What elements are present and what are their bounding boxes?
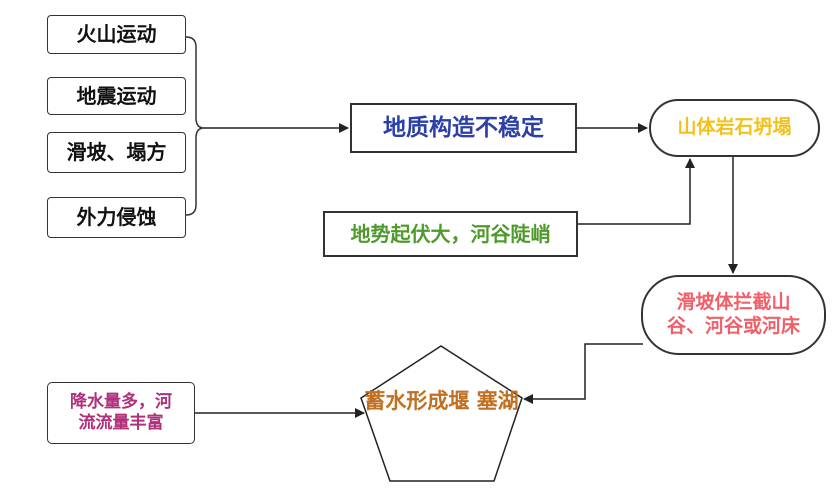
blocking-label-line2: 谷、河谷或河床 xyxy=(666,315,800,337)
lake-label-line1: 蓄水形成堰 xyxy=(364,389,470,413)
cause-bracket xyxy=(185,36,205,216)
cause-label: 外力侵蚀 xyxy=(76,205,157,229)
edge-blocking-to-lake xyxy=(523,343,643,404)
terrain-node: 地势起伏大，河谷陡峭 xyxy=(323,211,578,257)
rain-label-line1: 降水量多，河 xyxy=(70,391,172,412)
lake-node: 蓄水形成堰 塞湖 xyxy=(361,388,522,415)
cause-earthquake: 地震运动 xyxy=(47,77,186,115)
geology-label: 地质构造不稳定 xyxy=(383,114,544,141)
geology-node: 地质构造不稳定 xyxy=(350,103,577,153)
rain-node: 降水量多，河 流流量丰富 xyxy=(47,382,195,444)
blocking-node: 滑坡体拦截山 谷、河谷或河床 xyxy=(641,275,826,355)
terrain-label: 地势起伏大，河谷陡峭 xyxy=(350,221,551,246)
blocking-label-line1: 滑坡体拦截山 xyxy=(676,291,791,314)
cause-label: 滑坡、塌方 xyxy=(66,140,167,164)
collapse-node: 山体岩石坍塌 xyxy=(649,99,820,157)
lake-pentagon xyxy=(360,345,523,482)
lake-label-line2: 塞湖 xyxy=(476,389,519,413)
cause-volcano: 火山运动 xyxy=(47,15,186,54)
rain-label-line2: 流流量丰富 xyxy=(78,413,164,433)
cause-erosion: 外力侵蚀 xyxy=(47,197,186,238)
cause-label: 火山运动 xyxy=(76,22,157,46)
edge-terrain-to-collapse xyxy=(578,158,695,225)
cause-label: 地震运动 xyxy=(76,83,157,108)
cause-landslide: 滑坡、塌方 xyxy=(47,132,186,173)
collapse-label: 山体岩石坍塌 xyxy=(677,116,792,139)
